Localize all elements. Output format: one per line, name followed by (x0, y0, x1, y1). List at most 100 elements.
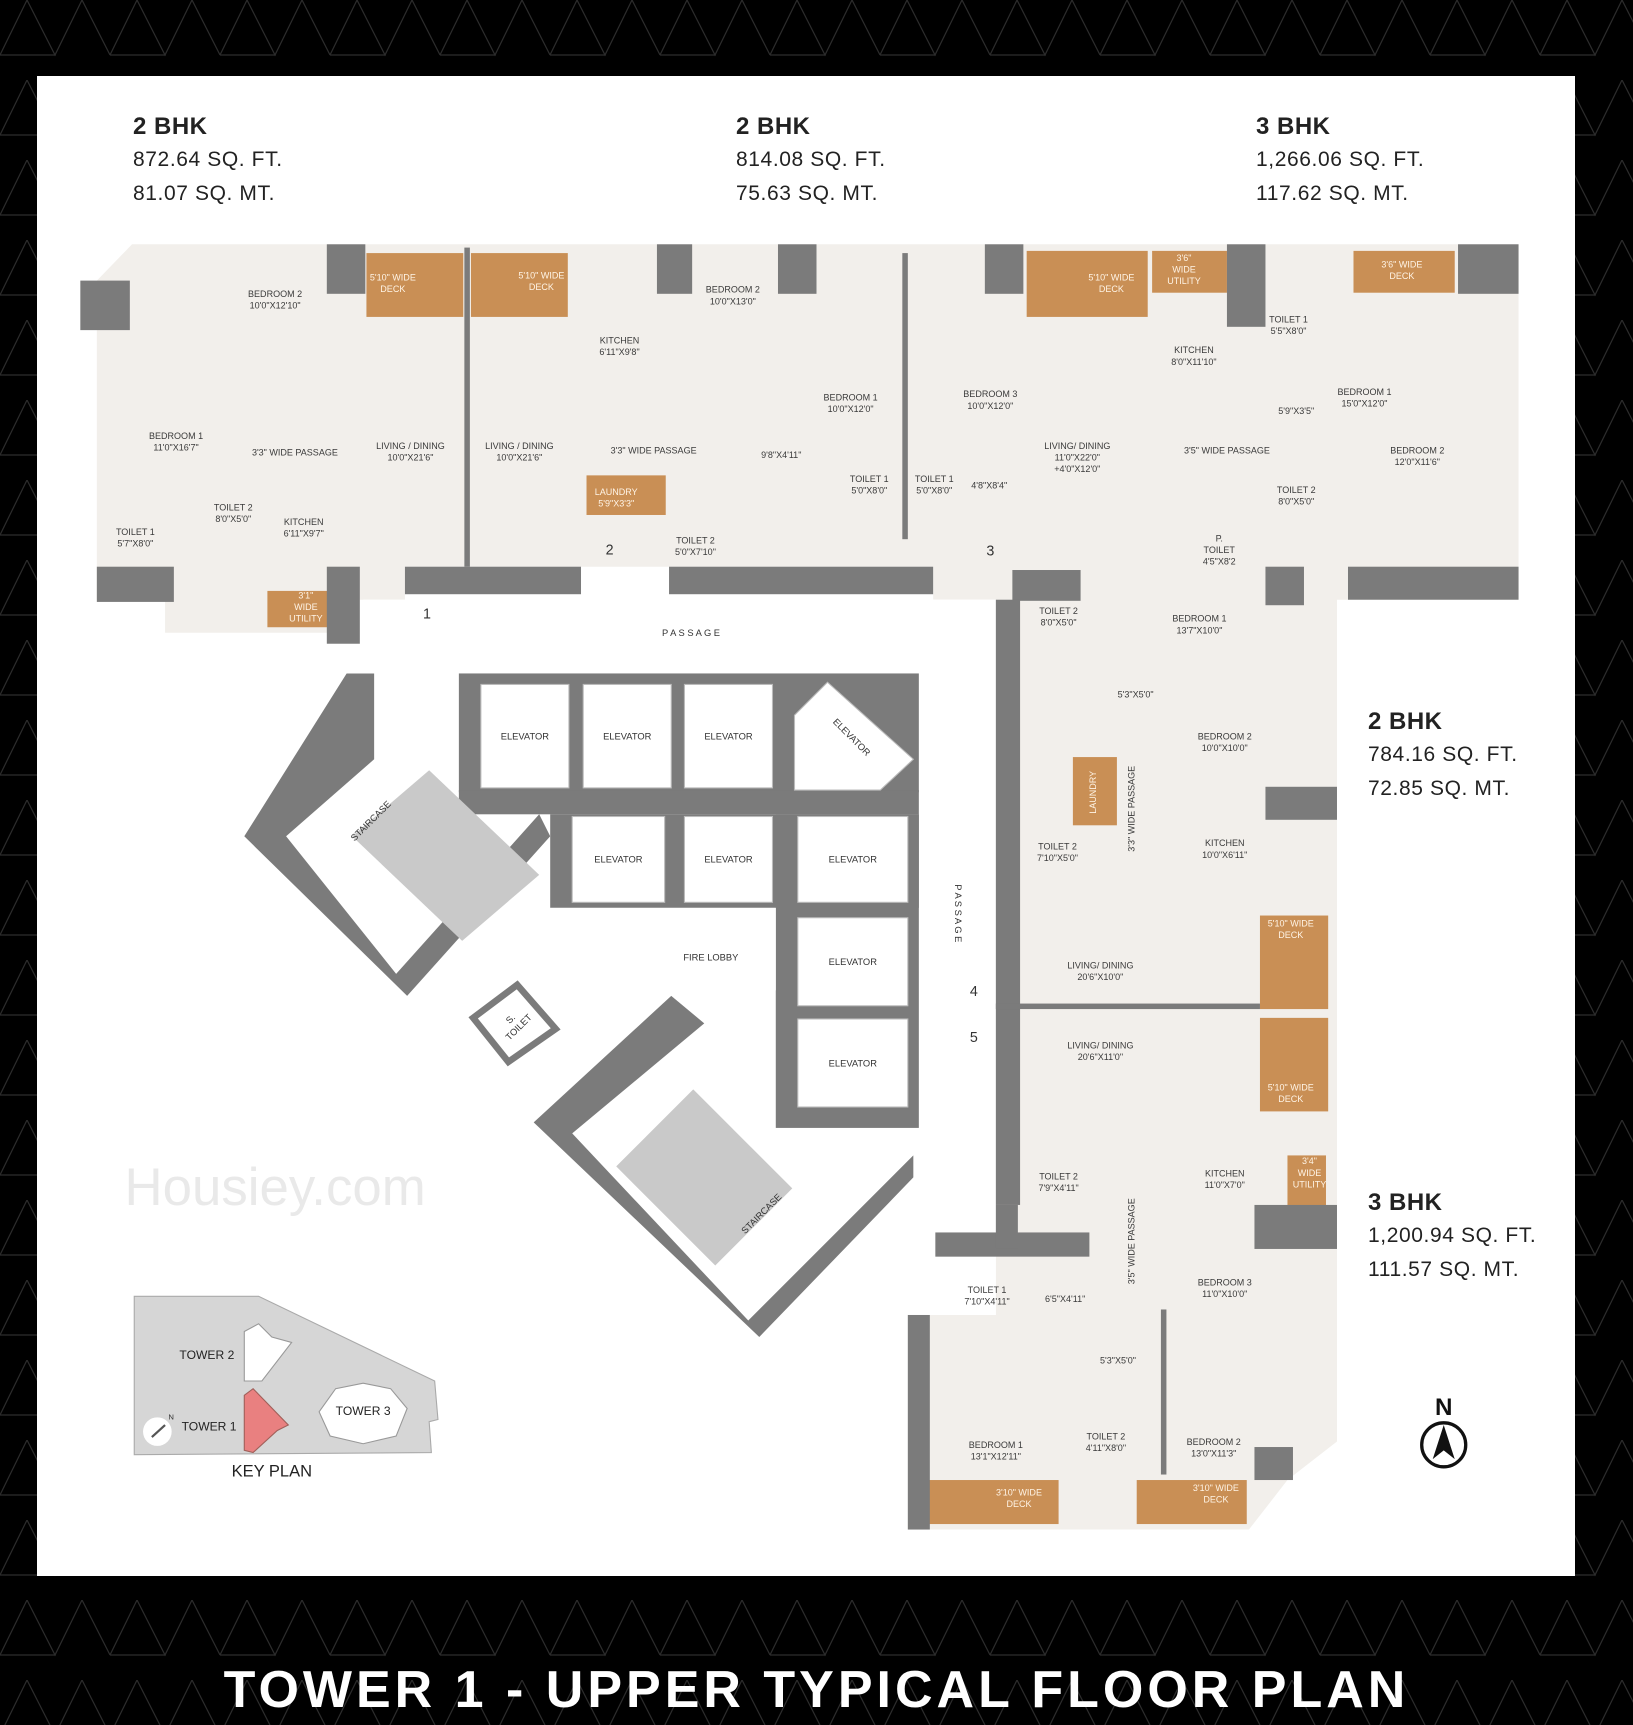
label-line-size: 10'0"X12'10" (250, 301, 301, 311)
label-line-size: 5'0"X8'0" (916, 486, 952, 496)
label-line-size: 5'7"X8'0" (117, 538, 153, 548)
label-line-name: BEDROOM 1 (1337, 387, 1391, 397)
label-line-size: +4'0"X12'0" (1054, 464, 1100, 474)
label-line-size: 11'0"X16'7" (153, 443, 198, 453)
label-line-size: 10'0"X10'0" (1202, 743, 1248, 753)
label-line-size: DECK (1099, 284, 1124, 294)
label-line-name: TOILET 1 (968, 1285, 1007, 1295)
label-line-size: 7'10"X4'11" (964, 1297, 1009, 1307)
label-line-name: 3'10" WIDE (996, 1487, 1042, 1497)
north-label: N (1435, 1394, 1452, 1421)
label-line-name: LIVING / DINING (376, 441, 445, 451)
room-label: KITCHEN 10'0"X6'11" (1202, 838, 1247, 860)
unit-area-sqft: 784.16 SQ. FT. (1368, 743, 1518, 766)
unit-type: 2 BHK (1368, 708, 1443, 735)
label-line-name: LIVING/ DINING (1067, 1041, 1133, 1051)
label-line-name: ELEVATOR (501, 731, 550, 741)
label-line-size: 11'0"X22'0" (1055, 453, 1100, 463)
core-label: FIRE LOBBY (683, 953, 739, 963)
label-line-name: 5'10" WIDE (1088, 273, 1134, 283)
label-line-name: TOILET 1 (116, 527, 155, 537)
unit-area-sqft: 1,266.06 SQ. FT. (1256, 148, 1425, 171)
label-line-name: 5'10" WIDE (1268, 919, 1314, 929)
flat-door-number: 1 (423, 606, 431, 622)
label-line-name: 5'10" WIDE (518, 270, 564, 280)
unit-area-sqmt: 75.63 SQ. MT. (736, 182, 879, 205)
label-line-name: 3'5" WIDE PASSAGE (1184, 445, 1270, 455)
label-line-size: 5'0"X8'0" (851, 486, 887, 496)
passage-area (363, 599, 996, 672)
label-line-size: 11'0"X7'0" (1205, 1180, 1245, 1190)
unit-info-2bhk-c: 2 BHK 784.16 SQ. FT. 72.85 SQ. MT. (1368, 706, 1518, 806)
room-label: 5'9"X3'5" (1278, 406, 1314, 416)
unit-area-sqft: 1,200.94 SQ. FT. (1368, 1224, 1537, 1247)
label-line-size: 10'0"X6'11" (1202, 850, 1247, 860)
core-label: ELEVATOR (501, 731, 550, 741)
core-label: ELEVATOR (594, 855, 643, 865)
label-line-size: 7'9"X4'11" (1038, 1183, 1078, 1193)
decks (267, 250, 1455, 1525)
label-line-name: LAUNDRY (1088, 771, 1098, 814)
unit-type: 2 BHK (736, 113, 811, 140)
label-line-name: 3'3" WIDE PASSAGE (611, 445, 697, 455)
room-label: LAUNDRY (1088, 771, 1098, 814)
core-label: ELEVATOR (704, 731, 753, 741)
label-line-name: ELEVATOR (704, 855, 753, 865)
label-line-name: ELEVATOR (603, 731, 652, 741)
label-line-name: P. (1216, 533, 1223, 543)
flat-door-number: 3 (986, 544, 994, 560)
room-label: 6'5"X4'11" (1045, 1294, 1085, 1304)
key-plan-tower-3 (318, 1382, 408, 1445)
core-label: ELEVATOR (829, 855, 878, 865)
unit-type: 3 BHK (1256, 113, 1331, 140)
room-label: 5'3"X5'0" (1118, 690, 1154, 700)
label-line-size: 10'0"X12'0" (967, 401, 1013, 411)
passage-area-vertical (924, 599, 996, 1315)
label-line-size: 8'0"X5'0" (1278, 497, 1314, 507)
label-line-name: 6'5"X4'11" (1045, 1294, 1085, 1304)
label-line-size: 10'0"X13'0" (710, 296, 756, 306)
label-line-size: 10'0"X21'6" (496, 453, 542, 463)
label-line-size: 4'11"X8'0" (1086, 1443, 1126, 1453)
label-line-name: 4'8"X8'4" (971, 481, 1007, 491)
room-label: 3'3" WIDE PASSAGE (611, 445, 697, 455)
label-line-size: 4'5"X8'2 (1203, 557, 1236, 567)
unit-type: 3 BHK (1368, 1189, 1443, 1216)
label-line-name: ELEVATOR (829, 957, 878, 967)
label-line-name: KITCHEN (1205, 838, 1245, 848)
label-line-size: UTILITY (1167, 276, 1201, 286)
staircase-steps (352, 770, 540, 941)
unit-type: 2 BHK (133, 113, 208, 140)
key-plan: N TOWER 2 TOWER 1 TOWER 3 KEY PLAN (133, 1295, 439, 1481)
key-plan-tower-1 (243, 1387, 290, 1454)
label-line-size: 8'0"X11'10" (1171, 357, 1216, 367)
label-line-name: 3'3" WIDE PASSAGE (1127, 766, 1137, 852)
label-line-name: TOILET 2 (1039, 606, 1078, 616)
label-line-size: 5'5"X8'0" (1271, 326, 1307, 336)
core-label: P A S S A G E (953, 884, 963, 942)
label-line-size: WIDE (1172, 264, 1196, 274)
label-line-name: TOILET 2 (676, 536, 715, 546)
label-line-name: TOILET 2 (214, 503, 253, 513)
label-line-name: KITCHEN (600, 335, 640, 345)
label-line-name: ELEVATOR (704, 731, 753, 741)
